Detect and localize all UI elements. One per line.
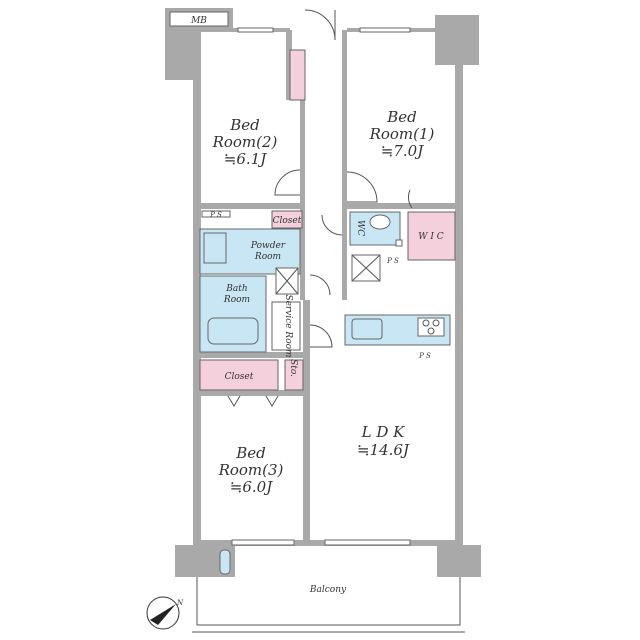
powder-label: Powder xyxy=(250,241,286,251)
ps-label-2: P S xyxy=(386,257,399,265)
bedroom-1: Bed Room(1) ≒7.0J xyxy=(369,108,435,160)
wc-label: WC xyxy=(355,220,365,236)
outdoor-unit xyxy=(219,549,231,575)
closet xyxy=(199,359,279,391)
powder-label-2: Room xyxy=(254,252,281,262)
entry-closet xyxy=(289,49,306,101)
svg-text:Room(2): Room(2) xyxy=(212,133,278,151)
svg-text:L D K: L D K xyxy=(361,423,406,441)
svg-text:≒7.0J: ≒7.0J xyxy=(381,142,424,160)
stove xyxy=(417,317,445,337)
svg-text:Room(3): Room(3) xyxy=(218,461,284,479)
wic xyxy=(407,211,456,261)
storage-label: Sto. xyxy=(288,359,298,377)
bedroom-1-door[interactable] xyxy=(346,171,378,203)
wic-door[interactable] xyxy=(407,189,413,209)
bath-label: Bath xyxy=(225,284,247,294)
svg-text:≒14.6J: ≒14.6J xyxy=(357,441,410,459)
balcony-label: Balcony xyxy=(309,585,347,595)
mb-box xyxy=(169,11,229,27)
svg-text:≒6.0J: ≒6.0J xyxy=(230,478,273,496)
svg-text:Room(1): Room(1) xyxy=(369,125,435,143)
svg-text:≒6.1J: ≒6.1J xyxy=(224,150,267,168)
svg-text:N: N xyxy=(176,599,184,607)
svg-text:Bed: Bed xyxy=(235,444,266,462)
entry-door[interactable] xyxy=(304,9,336,41)
closet-small xyxy=(271,210,303,229)
ldk: L D K ≒14.6J xyxy=(357,423,410,459)
wic-label: W I C xyxy=(418,232,444,242)
mb-label: MB xyxy=(190,16,207,26)
bedroom-3: Bed Room(3) ≒6.0J xyxy=(218,444,284,496)
compass-icon: N xyxy=(146,596,184,630)
ps-label-3: P S xyxy=(418,352,431,360)
bedroom-2-door[interactable] xyxy=(274,169,301,196)
closet-label: Closet xyxy=(225,372,254,382)
svg-text:Bed: Bed xyxy=(229,116,260,134)
walls xyxy=(165,8,481,577)
storage xyxy=(284,359,304,391)
bath-label-2: Room xyxy=(223,295,250,305)
bedroom-2: Bed Room(2) ≒6.1J xyxy=(212,116,278,168)
svg-text:Bed: Bed xyxy=(386,108,417,126)
ps-label-1: P S xyxy=(209,211,222,219)
service-room xyxy=(271,301,301,351)
sink xyxy=(351,318,383,340)
closet-small-label: Closet xyxy=(273,216,302,226)
service-room-label: Service Room xyxy=(283,294,293,357)
service-room-door[interactable] xyxy=(309,324,333,348)
